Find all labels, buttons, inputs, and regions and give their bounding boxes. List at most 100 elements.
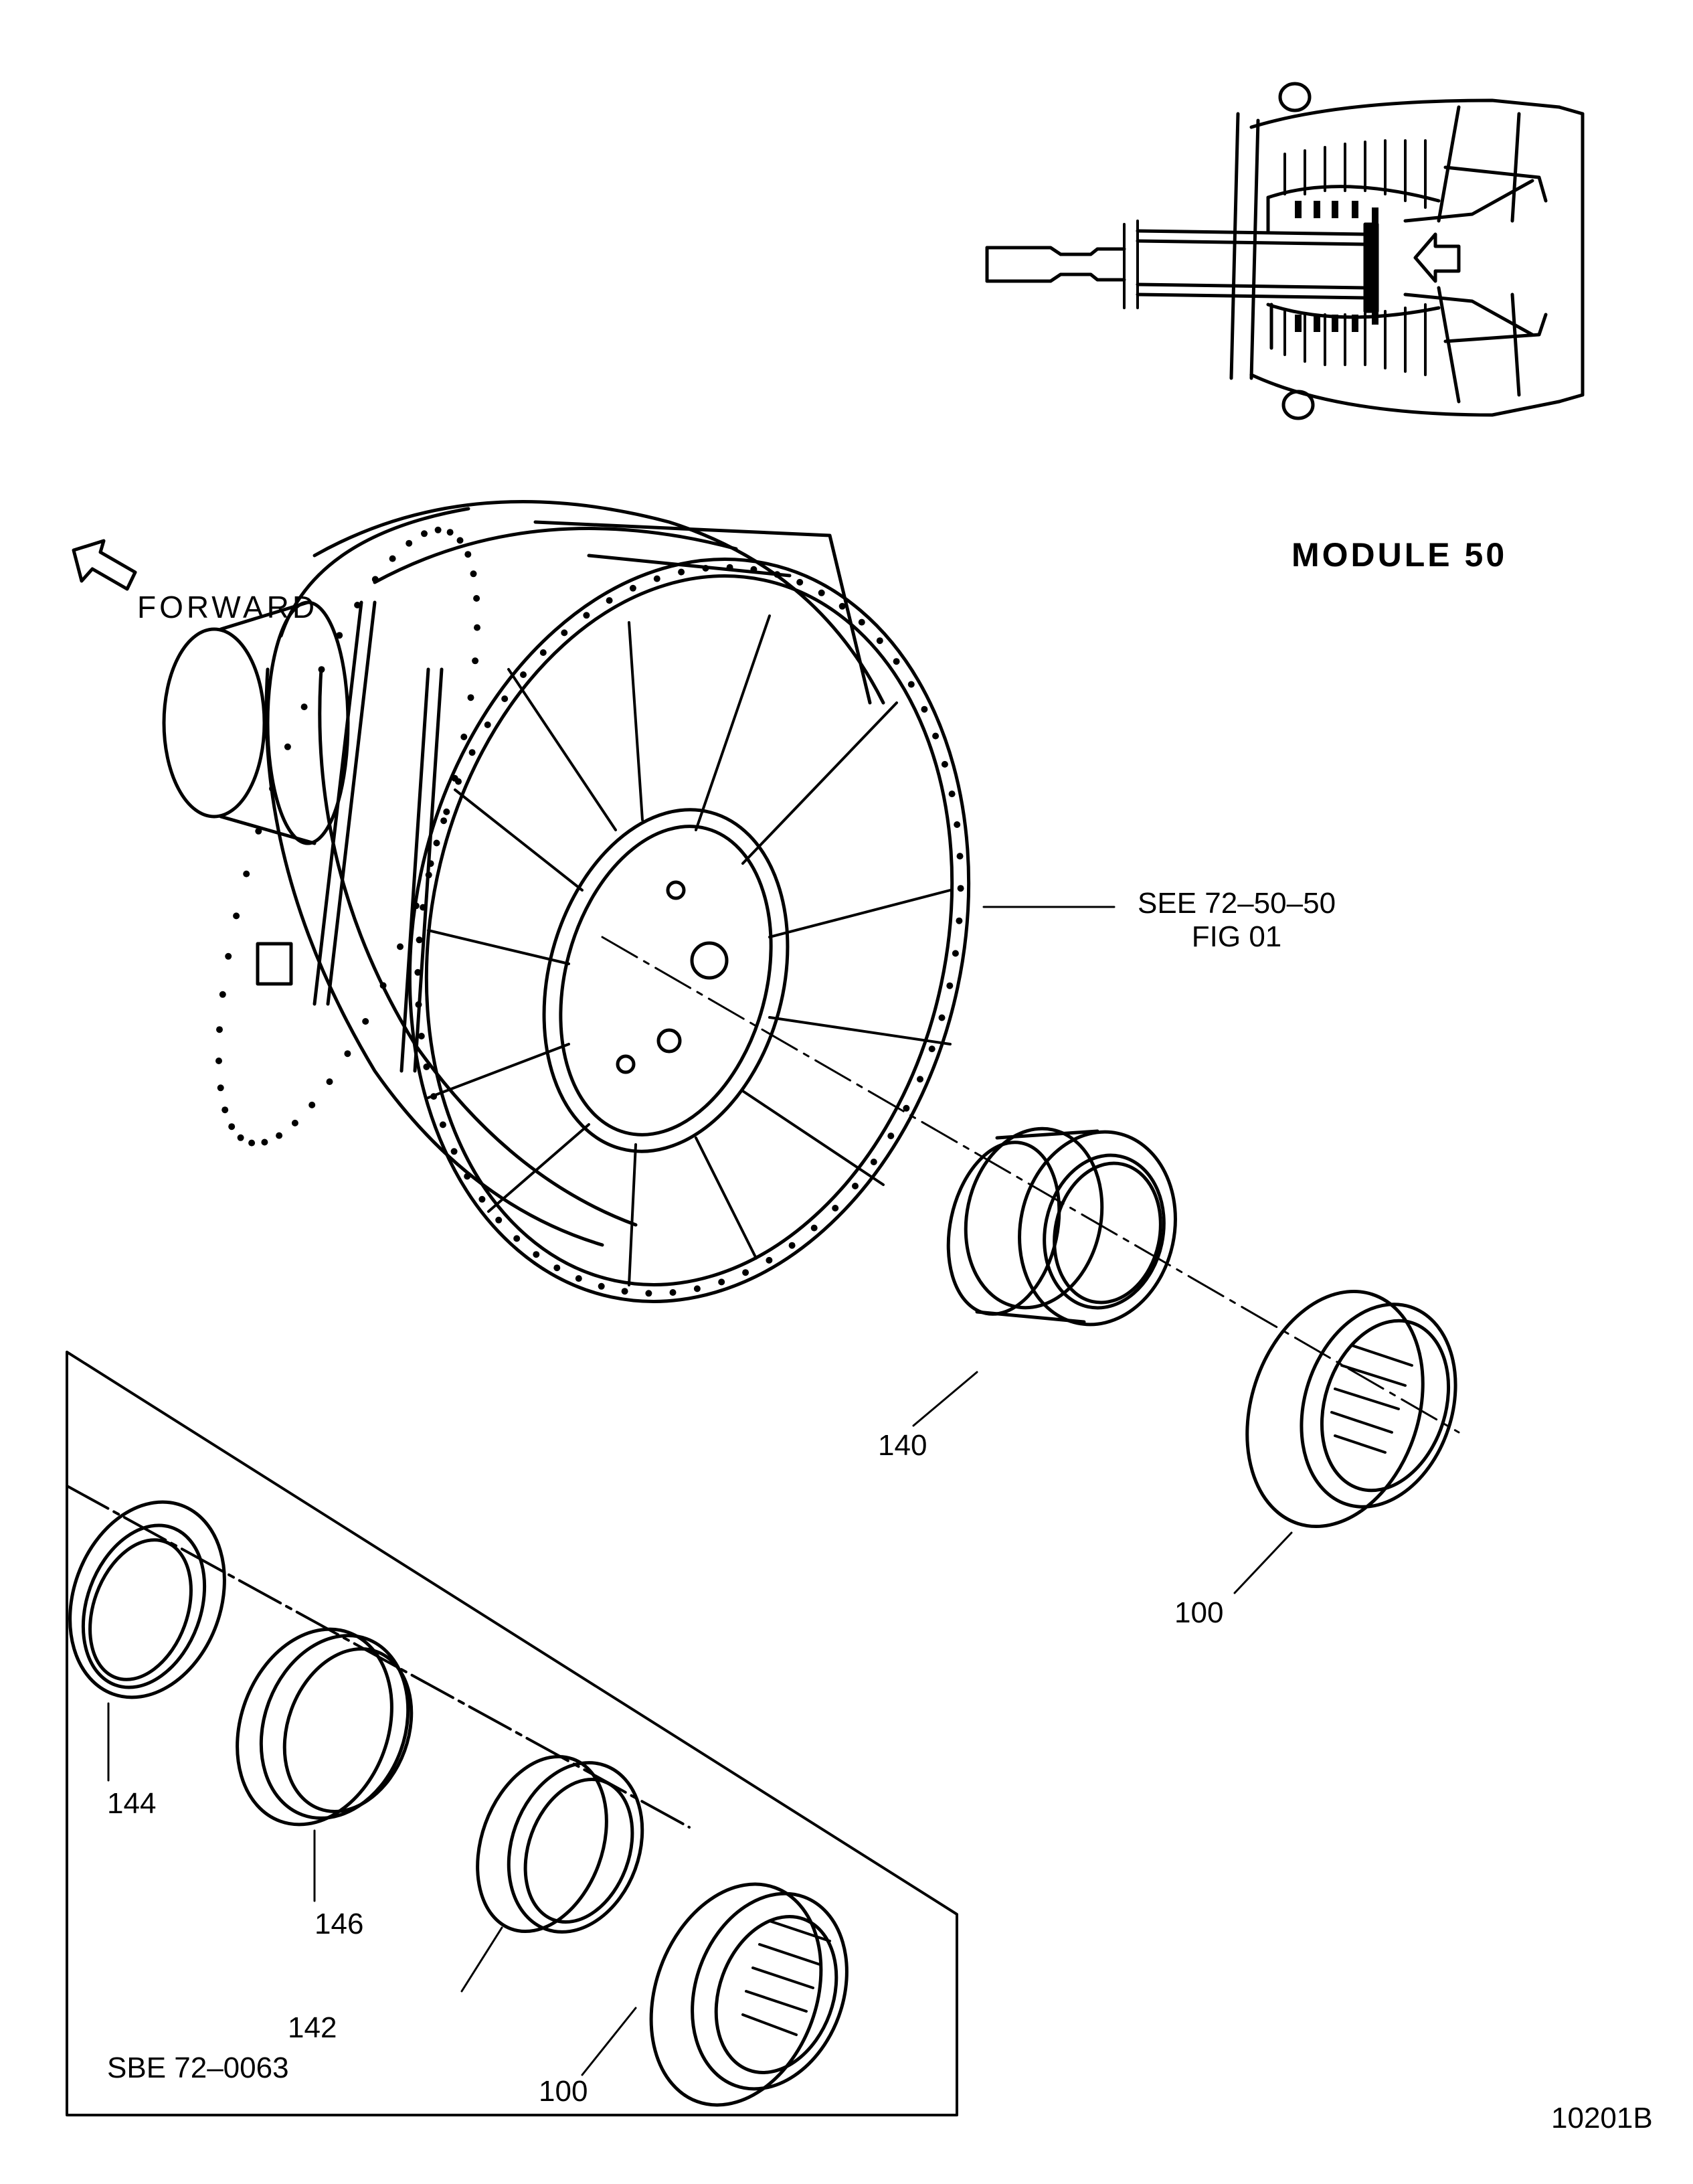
bolt-hole	[308, 1101, 316, 1108]
bolt-hole	[354, 602, 361, 608]
bolt-hole	[932, 732, 940, 740]
bolt-hole	[414, 969, 422, 976]
see-reference-line1: SEE 72–50–50	[1138, 887, 1336, 920]
bolt-hole	[416, 936, 423, 944]
bolt-hole	[284, 743, 291, 750]
bolt-hole	[440, 817, 448, 825]
bolt-hole	[406, 539, 413, 547]
callout-140: 140	[878, 1429, 927, 1462]
bolt-hole	[702, 565, 709, 572]
bolt-hole	[219, 991, 226, 998]
bolt-hole	[870, 1159, 877, 1165]
bolt-hole	[433, 839, 440, 847]
leader-140	[912, 1371, 978, 1427]
bolt-hole	[928, 1045, 935, 1053]
bolt-hole	[645, 1290, 652, 1297]
bolt-hole	[225, 952, 232, 960]
bolt-hole	[418, 1033, 425, 1039]
bolt-hole	[451, 774, 458, 782]
bolt-hole	[412, 902, 420, 910]
bolt-hole	[216, 1026, 223, 1033]
bolt-hole	[472, 657, 479, 665]
bolt-hole	[474, 624, 480, 631]
bolt-hole	[598, 1282, 605, 1290]
bolt-hole	[421, 530, 428, 537]
bolt-hole	[439, 1121, 446, 1128]
bolt-hole	[533, 1251, 540, 1258]
bolt-hole	[954, 821, 961, 828]
module-50-diagram	[985, 82, 1585, 420]
bolt-hole	[495, 1216, 503, 1224]
bolt-hole	[606, 597, 613, 604]
bolt-hole	[456, 537, 464, 544]
bolt-hole	[415, 1001, 422, 1008]
bolt-hole	[389, 555, 396, 562]
bolt-hole	[583, 612, 590, 619]
callout-144: 144	[107, 1787, 157, 1820]
bolt-hole	[468, 749, 476, 756]
bolt-hole	[318, 666, 325, 673]
bolt-hole	[921, 705, 928, 713]
bolt-hole	[810, 1224, 818, 1232]
bolt-hole	[693, 1285, 701, 1292]
part-100-bearing	[1245, 1290, 1457, 1528]
bolt-hole	[838, 602, 846, 610]
bolt-hole	[575, 1275, 582, 1282]
bolt-holes	[215, 526, 964, 1297]
bolt-hole	[796, 578, 804, 586]
bolt-hole	[467, 694, 474, 701]
bolt-hole	[423, 1063, 430, 1070]
bolt-hole	[228, 1123, 236, 1130]
bolt-hole	[484, 721, 491, 728]
bolt-hole	[362, 1018, 369, 1025]
bolt-hole	[629, 584, 636, 592]
bolt-hole	[427, 860, 434, 867]
bolt-hole	[788, 1242, 796, 1249]
bolt-hole	[742, 1269, 749, 1276]
bolt-hole	[621, 1288, 628, 1295]
bolt-hole	[217, 1084, 224, 1092]
bolt-hole	[952, 950, 959, 957]
bolt-hole	[501, 695, 509, 702]
bolt-hole	[669, 1289, 677, 1296]
bolt-hole	[446, 529, 454, 536]
bolt-hole	[956, 853, 964, 860]
bolt-hole	[434, 526, 442, 533]
sbe-label: SBE 72–0063	[107, 2051, 289, 2084]
bolt-hole	[726, 564, 733, 571]
bolt-hole	[243, 870, 250, 877]
forward-label: FORWARD	[137, 590, 319, 624]
bolt-hole	[215, 1058, 222, 1064]
bolt-hole	[956, 917, 963, 924]
bolt-hole	[344, 1050, 351, 1058]
bolt-hole	[276, 1132, 283, 1139]
bolt-hole	[818, 589, 825, 596]
bolt-hole	[478, 1195, 486, 1203]
bolt-hole	[520, 671, 527, 678]
bolt-hole	[774, 571, 781, 578]
callout-100-main: 100	[1174, 1596, 1224, 1629]
bolt-hole	[255, 827, 262, 835]
callout-100-inset: 100	[539, 2075, 588, 2108]
figure-number: 10201B	[1551, 2102, 1653, 2134]
bolt-hole	[513, 1235, 521, 1242]
bolt-hole	[371, 576, 379, 583]
bolt-hole	[553, 1264, 561, 1272]
bolt-hole	[379, 982, 387, 989]
bolt-hole	[832, 1205, 839, 1211]
bolt-hole	[464, 551, 472, 558]
bolt-hole	[269, 785, 276, 792]
bolt-hole	[858, 618, 865, 626]
bolt-hole	[248, 1139, 256, 1147]
part-140-seal-housing	[946, 1126, 1177, 1327]
bolt-hole	[430, 1093, 438, 1100]
bolt-hole	[300, 703, 308, 711]
bolt-hole	[957, 885, 964, 892]
bolt-hole	[420, 904, 427, 911]
bolt-hole	[425, 871, 432, 879]
bolt-hole	[291, 1119, 298, 1126]
bolt-hole	[473, 595, 480, 602]
bolt-hole	[326, 1078, 333, 1086]
bolt-hole	[766, 1256, 773, 1264]
